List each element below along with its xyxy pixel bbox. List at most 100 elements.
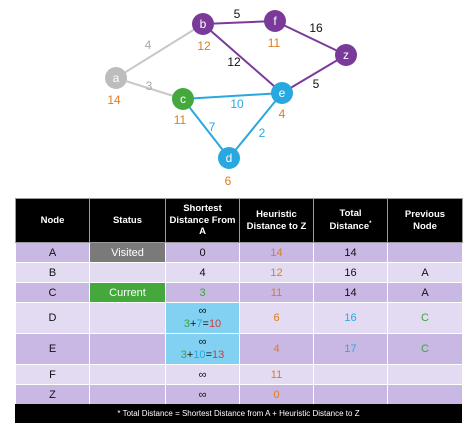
- header-heuristic-distance: Heuristic Distance to Z: [239, 198, 314, 243]
- cell-node: A: [15, 242, 90, 263]
- table-footnote: * Total Distance = Shortest Distance fro…: [15, 404, 462, 423]
- node-e: [271, 82, 293, 104]
- cell-heuristic: 11: [239, 364, 314, 385]
- cell-heuristic: 4: [239, 333, 314, 365]
- heuristic-label-f: 11: [268, 36, 281, 50]
- cell-total: [313, 364, 388, 385]
- cell-node: Z: [15, 384, 90, 405]
- calc-term-current: 3: [180, 349, 187, 361]
- cell-previous: C: [387, 333, 463, 365]
- cell-previous: C: [387, 302, 463, 334]
- calc-term-edge: 7: [196, 318, 203, 330]
- cell-node: D: [15, 302, 90, 334]
- edge-weight-c-e: 10: [230, 97, 244, 111]
- node-label-d: d: [226, 151, 233, 165]
- heuristic-label-e: 4: [279, 107, 286, 121]
- header-shortest-line2: Distance From: [169, 214, 236, 226]
- calc-equals: =: [205, 349, 212, 361]
- status-badge-current: Current: [89, 282, 166, 303]
- edge-weight-a-c: 3: [146, 79, 153, 93]
- edge-d-e: [228, 92, 283, 159]
- edge-c-d: [182, 98, 230, 159]
- cell-shortest-calc: ∞ 3+10=13: [165, 333, 240, 365]
- cell-shortest: ∞: [165, 364, 240, 385]
- header-shortest-distance: Shortest Distance From A: [165, 198, 240, 243]
- table-row-z: Z ∞ 0: [15, 384, 463, 405]
- heuristic-label-c: 11: [174, 113, 187, 127]
- distance-calculation: 3+10=13: [166, 349, 239, 362]
- status-badge-visited: Visited: [89, 242, 166, 263]
- node-label-c: c: [180, 92, 186, 106]
- edge-f-z: [274, 20, 347, 56]
- cell-shortest: ∞: [165, 384, 240, 405]
- cell-node: E: [15, 333, 90, 365]
- cell-total: 16: [313, 302, 388, 334]
- header-previous-line1: Previous: [404, 209, 446, 220]
- table-row-b: B 4 12 16 A: [15, 262, 463, 283]
- node-c: [172, 88, 194, 110]
- node-b: [192, 13, 214, 35]
- edge-weight-e-z: 5: [313, 77, 320, 91]
- table-row-e: E ∞ 3+10=13 4 17 C: [15, 333, 463, 365]
- edge-weight-d-e: 2: [259, 126, 266, 140]
- header-heuristic-line1: Heuristic: [256, 209, 297, 220]
- cell-node: B: [15, 262, 90, 283]
- header-shortest-line3: A: [199, 226, 206, 238]
- edge-c-e: [182, 92, 283, 100]
- edge-a-c: [115, 77, 184, 100]
- edge-weight-b-e: 12: [227, 55, 241, 69]
- cell-node: F: [15, 364, 90, 385]
- cell-status: [89, 262, 166, 283]
- heuristic-label-a: 14: [107, 93, 121, 107]
- edge-weight-c-d: 7: [209, 120, 216, 134]
- cell-total: 16: [313, 262, 388, 283]
- node-z: [335, 44, 357, 66]
- cell-status: [89, 384, 166, 405]
- cell-status: [89, 333, 166, 365]
- header-shortest-line1: Shortest: [183, 203, 222, 215]
- header-total-line2: Distance: [329, 221, 370, 233]
- heuristic-label-d: 6: [225, 174, 232, 188]
- node-d: [218, 147, 240, 169]
- calc-result: 10: [208, 318, 222, 330]
- header-status: Status: [89, 198, 166, 243]
- table-header-row: Node Status Shortest Distance From A Heu…: [15, 198, 463, 243]
- calc-result: 13: [212, 349, 225, 361]
- edge-weight-f-z: 16: [309, 21, 323, 35]
- node-label-a: a: [113, 71, 120, 85]
- node-a: [105, 67, 127, 89]
- edge-weight-a-b: 4: [145, 38, 152, 52]
- edge-weight-b-f: 5: [234, 7, 241, 21]
- cell-status: [89, 302, 166, 334]
- table-row-a: A Visited 0 14 14: [15, 242, 463, 263]
- cell-previous: [387, 364, 463, 385]
- header-node: Node: [15, 198, 90, 243]
- calc-plus: +: [189, 318, 197, 330]
- edge-b-e: [202, 23, 283, 94]
- cell-heuristic: 6: [239, 302, 314, 334]
- old-distance: ∞: [198, 336, 207, 348]
- edge-b-f: [202, 20, 276, 25]
- cell-total: 17: [313, 333, 388, 365]
- cell-node: C: [15, 282, 90, 303]
- cell-heuristic: 0: [239, 384, 314, 405]
- table-row-c: C Current 3 11 14 A: [15, 282, 463, 303]
- cell-status: [89, 364, 166, 385]
- calc-term-current: 3: [183, 318, 190, 330]
- header-previous-line2: Node: [413, 220, 437, 232]
- node-f: [264, 10, 286, 32]
- old-distance: ∞: [198, 305, 207, 317]
- cell-shortest: 4: [165, 262, 240, 283]
- node-label-b: b: [200, 17, 207, 31]
- cell-total: 14: [313, 242, 388, 263]
- table-row-d: D ∞ 3+7=10 6 16 C: [15, 302, 463, 334]
- cell-total: 14: [313, 282, 388, 303]
- table-row-f: F ∞ 11: [15, 364, 463, 385]
- cell-heuristic: 14: [239, 242, 314, 263]
- header-total-line1: Total: [339, 207, 362, 219]
- node-label-f: f: [273, 14, 277, 28]
- cell-shortest-calc: ∞ 3+7=10: [165, 302, 240, 334]
- astar-table: Node Status Shortest Distance From A Heu…: [15, 198, 463, 405]
- cell-previous: [387, 384, 463, 405]
